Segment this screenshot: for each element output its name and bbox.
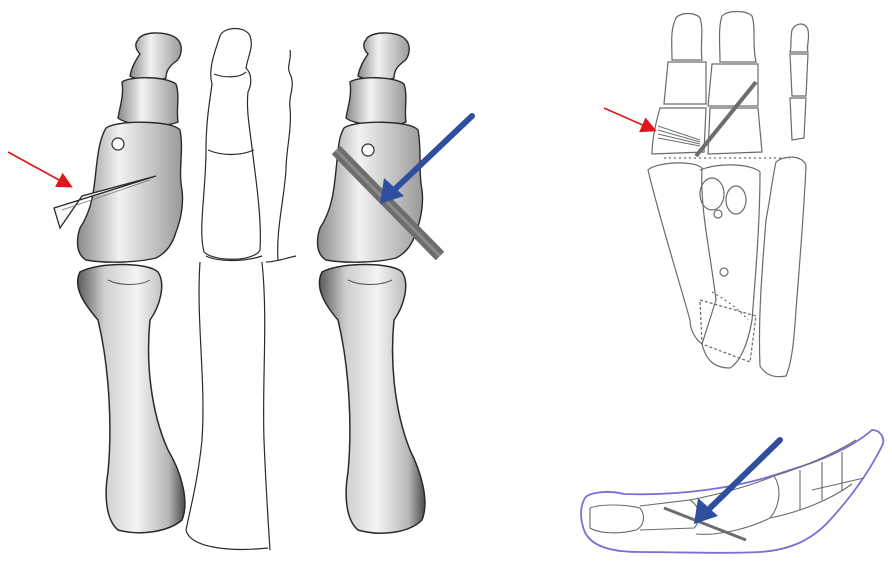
foot-dorsal-schematic	[648, 12, 809, 377]
toe-bone-right	[318, 33, 425, 533]
metatarsal-shaft	[78, 265, 185, 533]
distal-phalanx	[130, 33, 181, 80]
foot-lateral-schematic	[581, 430, 883, 553]
blue-arrow-icon	[694, 440, 780, 524]
wedge-hatch	[658, 126, 700, 146]
toe-outline-drawing	[186, 29, 296, 551]
red-arrow-icon	[604, 108, 654, 130]
middle-phalanx	[118, 78, 178, 126]
proximal-phalanx	[78, 122, 183, 262]
red-arrow-icon	[8, 152, 70, 186]
toe-bone-left	[78, 33, 185, 533]
